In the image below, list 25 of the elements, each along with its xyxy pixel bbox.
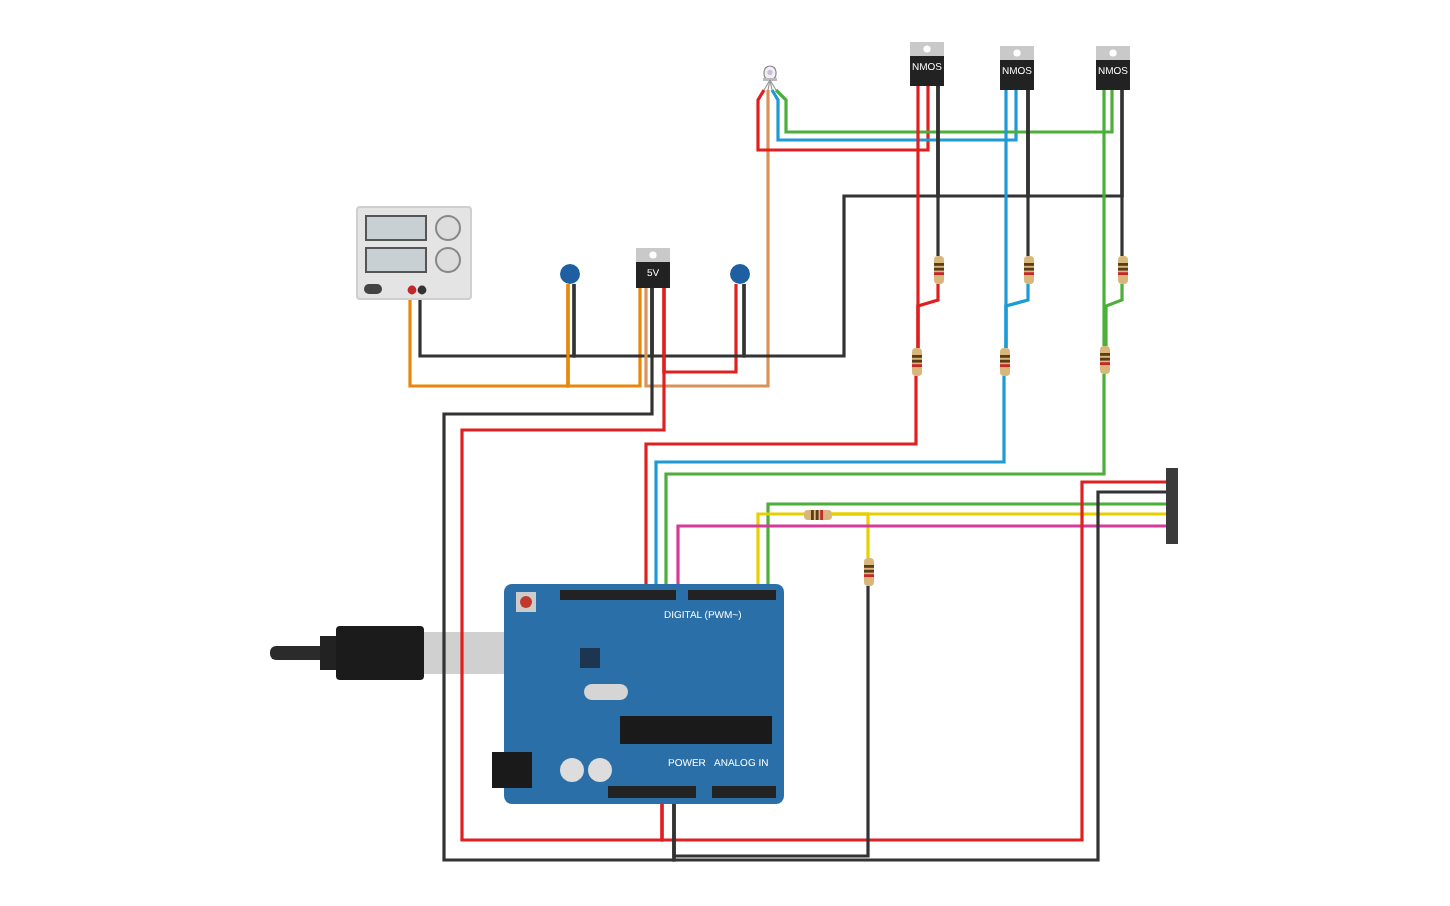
wire — [774, 88, 1114, 134]
wire — [572, 284, 654, 358]
power-supply — [356, 206, 472, 300]
wire — [644, 376, 918, 584]
wire — [1026, 90, 1030, 256]
wire — [644, 90, 770, 388]
wire — [1104, 284, 1124, 346]
wire — [1102, 90, 1106, 346]
wire — [662, 284, 738, 374]
wire — [672, 586, 870, 858]
wire — [936, 86, 940, 256]
wire — [442, 288, 676, 862]
wire — [832, 512, 870, 558]
wire — [766, 502, 1166, 584]
wire — [756, 512, 804, 584]
wire — [756, 86, 930, 152]
wire — [664, 374, 1106, 584]
wire — [566, 284, 642, 388]
wire — [654, 376, 1006, 584]
wire — [770, 89, 1018, 142]
wire — [1004, 90, 1008, 348]
wire — [676, 524, 1166, 584]
wire — [916, 86, 920, 348]
wire — [1120, 90, 1124, 256]
wire — [460, 288, 666, 842]
